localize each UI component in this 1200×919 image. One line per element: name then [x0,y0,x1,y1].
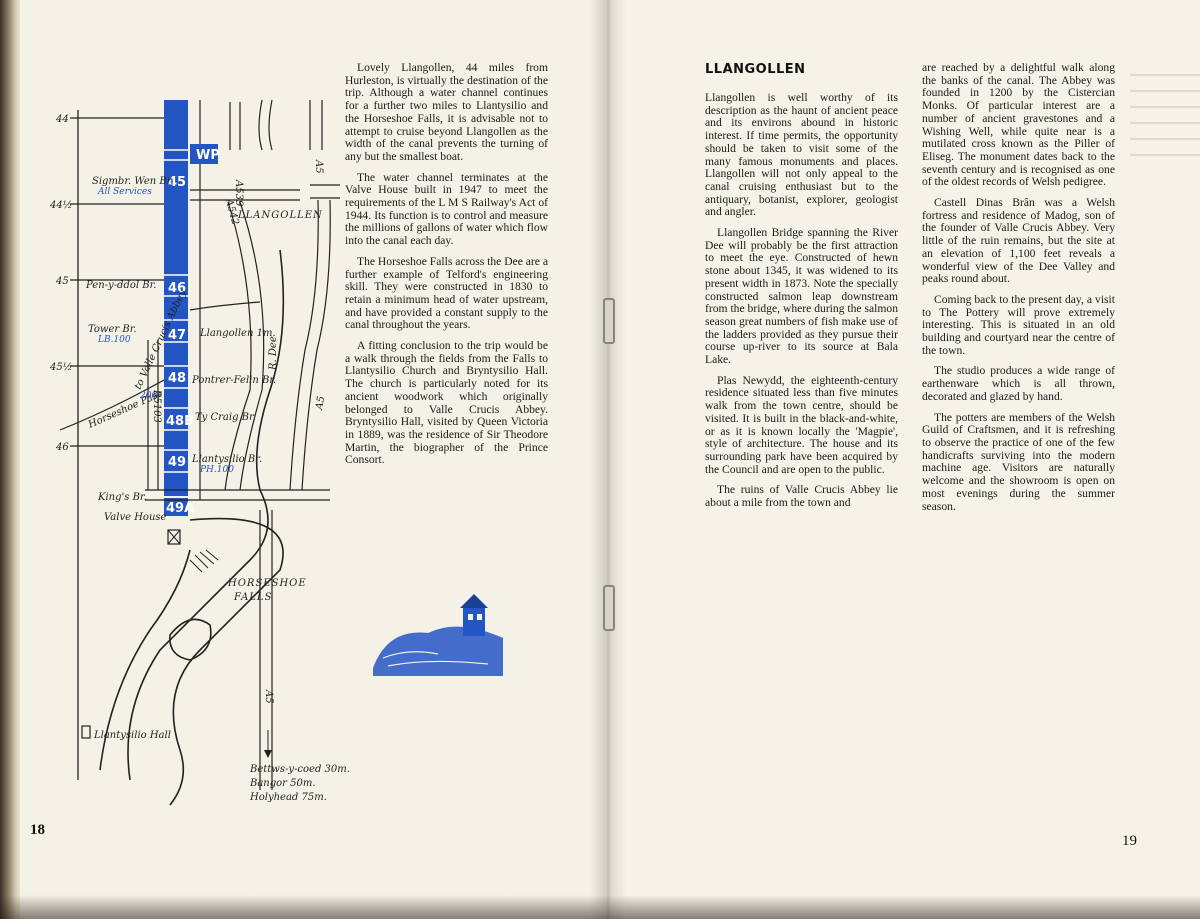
right-page [608,0,1200,919]
lock-label: 48B [166,414,194,429]
page-title: LLANGOLLEN [705,62,806,77]
lock-label: 47 [168,328,186,343]
place-label: LB.100 [97,335,131,345]
road-label: A5 [313,159,324,174]
lock-label: 46 [168,281,186,296]
road-label: A539 [233,179,244,207]
mile-marker: 44 [55,114,69,125]
place-label: Pontrer-Felin Br. [191,375,276,386]
place-label: Ty Craig Br. [195,412,256,423]
mile-marker: 45½ [49,362,72,373]
road-label: A5 [263,689,274,704]
road-label: B5103 [151,389,162,423]
bottom-shadow [0,895,1200,919]
left-page [20,0,608,919]
place-label: FALLS [233,592,272,603]
paragraph: Lovely Llangollen, 44 miles from Hurlest… [345,61,548,163]
place-label: Tower Br. [88,324,137,335]
house-illustration [373,594,503,676]
canal-map: 44 44½ 45 45½ 46 WP 45 46 47 48 48B 49 4… [49,99,350,806]
place-label: LLANGOLLEN [237,210,323,221]
binding-gutter [590,0,626,919]
place-label: Llantysilio Hall [93,730,171,741]
place-label: PH.100 [199,465,234,475]
staple-bottom [603,585,615,631]
paragraph: The water channel terminates at the Valv… [345,170,548,248]
show-through-text [1130,60,1200,840]
page-number: 18 [30,822,45,838]
paragraph: A fitting conclusion to the trip would b… [345,339,548,467]
place-label: All Services [97,187,152,197]
place-label: R. Dee [268,336,279,371]
page-number: 19 [1122,833,1137,849]
place-label: Pen-y-ddol Br. [85,280,156,291]
paragraph: Coming back to the present day, a visit … [922,292,1115,357]
lock-label: 48 [168,371,186,386]
place-label: Valve House [104,512,167,523]
place-label: Bettws-y-coed 30m. [249,764,350,775]
paragraph: Castell Dinas Brân was a Welsh fortress … [922,196,1115,286]
paragraph: The potters are members of the Welsh Gui… [922,410,1115,513]
left-page-edge [0,0,20,919]
place-label: Bangor 50m. [249,778,316,789]
mile-marker: 44½ [49,200,72,211]
place-label: Llantysilio Br. [191,454,262,465]
mile-marker: 45 [55,276,69,287]
place-label: King's Br. [97,492,147,503]
road-label: A5 [314,395,327,411]
paragraph: The ruins of Valle Crucis Abbey lie abou… [705,483,898,510]
lock-label: 49 [168,455,186,470]
lock-label: 45 [168,175,186,190]
paragraph: are reached by a delightful walk along t… [922,61,1115,189]
place-label: Holyhead 75m. [249,792,327,803]
left-text-column: Lovely Llangollen, 44 miles from Hurlest… [345,61,548,475]
place-label: HORSESHOE [227,578,307,589]
paragraph: Plas Newydd, the eighteenth-century resi… [705,373,898,476]
place-label: Sigmbr. Wen Br. [92,176,174,187]
place-label: Llangollen 1m. [199,328,276,339]
staple-top [603,298,615,344]
mile-marker: 46 [55,442,69,453]
place-label: 200 [139,391,157,401]
lock-label: WP [196,148,220,163]
lock-label-49a: 49A [166,501,194,516]
paragraph: Llangollen is well worthy of its descrip… [705,91,898,219]
paragraph: Llangollen Bridge spanning the River Dee… [705,226,898,367]
paragraph: The Horseshoe Falls across the Dee are a… [345,254,548,332]
right-text-column-2: are reached by a delightful walk along t… [922,61,1115,521]
right-text-column-1: Llangollen is well worthy of its descrip… [705,91,898,518]
paragraph: The studio produces a wide range of eart… [922,364,1115,403]
